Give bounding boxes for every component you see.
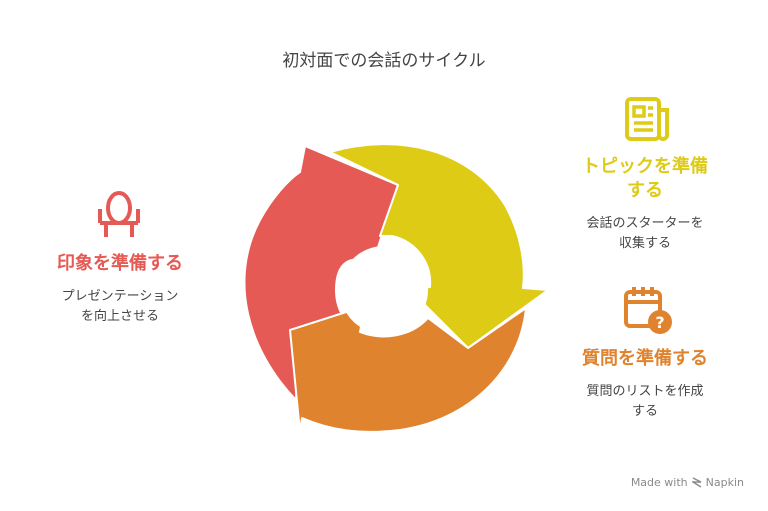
questions-label: 質問を準備する: [582, 348, 708, 369]
questions-arrow: [289, 305, 527, 433]
questions-desc-line1: 質問のリストを作成: [586, 384, 704, 399]
napkin-brand-text: Napkin: [705, 476, 744, 489]
diagram-title: 初対面での会話のサイクル: [282, 51, 486, 71]
svg-text:?: ?: [655, 313, 664, 332]
topic-arrow: [329, 143, 549, 349]
topic-label-line2: する: [627, 180, 663, 201]
topic-description: 会話のスターターを 収集する: [565, 214, 725, 254]
topic-desc-line2: 収集する: [618, 236, 671, 251]
calendar-question-icon: ?: [624, 287, 672, 334]
napkin-attribution[interactable]: Made with Napkin: [631, 476, 744, 489]
topic-label: トピックを準備 する: [565, 155, 725, 203]
impression-desc-line2: を向上させる: [80, 309, 159, 324]
questions-description: 質問のリストを作成 する: [565, 382, 725, 422]
newspaper-icon: [625, 97, 669, 141]
impression-arrow: [243, 145, 399, 401]
made-with-text: Made with: [630, 476, 688, 489]
napkin-logo-icon: [691, 477, 702, 488]
questions-desc-line2: する: [631, 404, 658, 419]
impression-label: 印象を準備する: [57, 253, 183, 274]
impression-desc-line1: プレゼンテーション: [61, 289, 179, 304]
mirror-icon: [98, 191, 140, 237]
topic-label-line1: トピックを準備: [582, 156, 708, 177]
topic-desc-line1: 会話のスターターを: [586, 216, 704, 231]
impression-description: プレゼンテーション を向上させる: [40, 287, 200, 327]
center-hole: [340, 246, 428, 334]
